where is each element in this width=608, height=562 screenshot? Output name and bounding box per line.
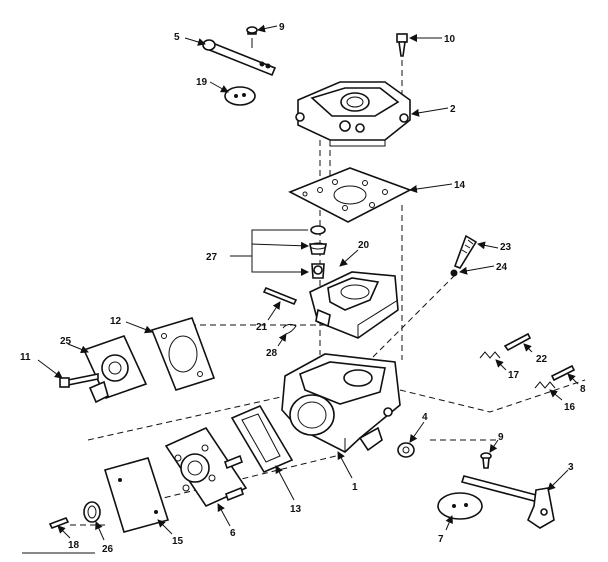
filter-screen <box>83 501 101 523</box>
callout-1: 1 <box>352 482 358 493</box>
callout-7: 7 <box>438 534 444 545</box>
callout-23: 23 <box>500 242 512 253</box>
callout-16: 16 <box>564 402 576 413</box>
callout-25: 25 <box>60 336 72 347</box>
pump-cover-plate <box>103 457 170 533</box>
screw-18 <box>48 516 70 530</box>
needle-valve-assembly <box>309 225 327 279</box>
spring-17 <box>479 351 501 359</box>
callout-9-lower: 9 <box>498 432 504 443</box>
callout-labels: 5 9 19 10 2 14 27 20 23 24 21 28 22 17 8… <box>20 22 586 555</box>
pivot-pin <box>262 286 298 306</box>
callout-8: 8 <box>580 384 586 395</box>
callout-27: 27 <box>206 252 218 263</box>
callout-17: 17 <box>508 370 520 381</box>
screw-top <box>246 26 258 48</box>
throttle-plate-lower <box>437 492 483 520</box>
callout-4: 4 <box>422 412 428 423</box>
callout-26: 26 <box>102 544 114 555</box>
throttle-shaft-top <box>202 39 277 77</box>
needle-22 <box>503 332 532 352</box>
callout-18: 18 <box>68 540 80 551</box>
spring-16 <box>534 381 556 389</box>
bushing <box>397 442 415 458</box>
throttle-plate-top <box>224 86 256 106</box>
callout-12: 12 <box>110 316 122 327</box>
main-carburetor-body <box>281 353 401 453</box>
fuel-pump-body <box>164 426 248 508</box>
callout-28: 28 <box>266 348 278 359</box>
adjusting-needle-23 <box>453 234 478 269</box>
callout-10: 10 <box>444 34 456 45</box>
callout-13: 13 <box>290 504 302 515</box>
callout-2: 2 <box>450 104 456 115</box>
screw-lower <box>480 452 492 469</box>
callout-6: 6 <box>230 528 236 539</box>
gasket-12 <box>150 317 216 391</box>
screw-11 <box>59 373 99 388</box>
gasket-13 <box>230 404 294 474</box>
callout-3: 3 <box>568 462 574 473</box>
end-cover-25 <box>82 335 148 404</box>
long-screw <box>396 33 408 57</box>
callout-22: 22 <box>536 354 548 365</box>
callout-9-top: 9 <box>279 22 285 33</box>
callout-19: 19 <box>196 77 208 88</box>
callout-20: 20 <box>358 240 370 251</box>
retaining-clip <box>282 323 297 335</box>
spring-24 <box>450 269 458 277</box>
callout-24: 24 <box>496 262 508 273</box>
callout-15: 15 <box>172 536 184 547</box>
leader-lines <box>37 24 579 541</box>
gasket-diaphragm <box>288 167 412 223</box>
callout-14: 14 <box>454 180 466 191</box>
needle-8 <box>550 364 576 382</box>
carburetor-cover <box>295 81 411 147</box>
callout-5: 5 <box>174 32 180 43</box>
callout-21: 21 <box>256 322 268 333</box>
metering-body <box>309 271 399 339</box>
callout-11: 11 <box>20 352 31 363</box>
